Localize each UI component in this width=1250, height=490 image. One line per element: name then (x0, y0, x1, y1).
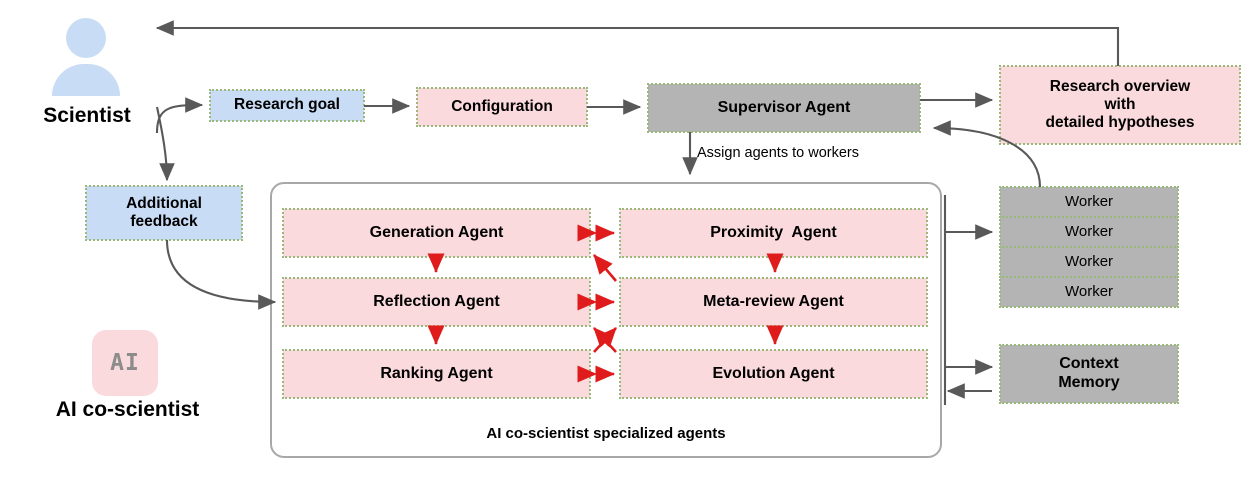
node-configuration[interactable]: Configuration (416, 87, 588, 127)
node-research-overview[interactable]: Research overview with detailed hypothes… (999, 65, 1241, 145)
edge-overview-to-scientist (155, 20, 1120, 66)
node-context-memory[interactable]: Context Memory (999, 344, 1179, 404)
scientist-label: Scientist (43, 104, 131, 127)
edge-scientist-to-research-goal (155, 97, 204, 134)
person-head-icon (66, 18, 106, 58)
node-worker-3[interactable]: Worker (999, 246, 1179, 278)
node-worker-4[interactable]: Worker (999, 276, 1179, 308)
node-generation-agent[interactable]: Generation Agent (282, 208, 591, 258)
ai-logo-icon: AI (92, 330, 158, 396)
node-meta-review-agent[interactable]: Meta-review Agent (619, 277, 928, 327)
node-reflection-agent[interactable]: Reflection Agent (282, 277, 591, 327)
edge-label-assign-agents: Assign agents to workers (697, 145, 859, 161)
person-body-icon (52, 64, 120, 96)
edge-panel-right-bus (943, 195, 994, 405)
node-additional-feedback[interactable]: Additional feedback (85, 185, 243, 241)
node-research-goal[interactable]: Research goal (209, 89, 365, 122)
edge-feedback-to-reflection (165, 239, 277, 310)
node-ranking-agent[interactable]: Ranking Agent (282, 349, 591, 399)
node-evolution-agent[interactable]: Evolution Agent (619, 349, 928, 399)
ai-co-scientist-label: AI co-scientist (55, 398, 200, 421)
node-proximity-agent[interactable]: Proximity Agent (619, 208, 928, 258)
node-supervisor-agent[interactable]: Supervisor Agent (647, 83, 921, 133)
node-worker-2[interactable]: Worker (999, 216, 1179, 248)
agents-panel-caption: AI co-scientist specialized agents (486, 425, 726, 442)
node-worker-1[interactable]: Worker (999, 186, 1179, 218)
